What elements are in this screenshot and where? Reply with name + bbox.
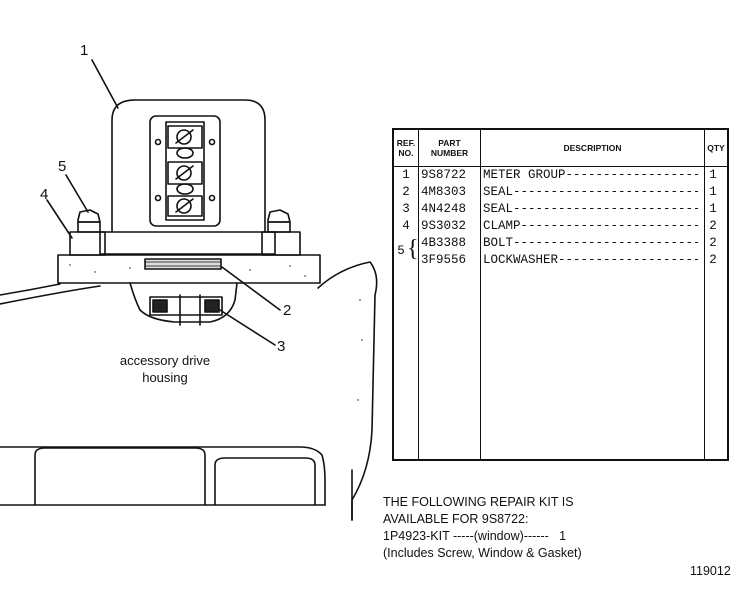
header-description: DESCRIPTION [481, 130, 705, 166]
figure-number: 119012 [690, 564, 731, 578]
row-part: 3F9556 [421, 253, 467, 267]
meter-body [111, 99, 266, 233]
leader-4 [46, 199, 73, 239]
seal-ring [144, 258, 222, 270]
table-row: 3 4N4248 SEAL---------------------------… [394, 202, 727, 219]
brace-mark: { [407, 236, 419, 262]
header-ref: REF.NO. [394, 130, 419, 166]
lower-seal [149, 296, 223, 316]
housing-lower [0, 446, 326, 506]
callout-1: 1 [80, 42, 89, 59]
col-divider-desc [704, 166, 705, 459]
header-part-line-1: PART [438, 138, 461, 148]
row-description: SEAL----------------------------- [483, 185, 698, 199]
row-description: BOLT----------------------------- [483, 236, 698, 250]
row-ref: 5 [397, 244, 405, 258]
row-description: CLAMP---------------------------- [483, 219, 698, 233]
housing-label: accessory drive housing [100, 352, 230, 386]
drive-bore [129, 282, 238, 323]
leader-5 [65, 174, 89, 213]
leader-1 [91, 59, 119, 109]
callout-5: 5 [58, 158, 67, 175]
row-qty: 1 [709, 202, 717, 216]
table-row: 2 4M8303 SEAL---------------------------… [394, 185, 727, 202]
header-ref-line-1: REF. [396, 138, 416, 148]
callout-4: 4 [40, 186, 49, 203]
table-row: 1 9S8722 METER GROUP--------------------… [394, 168, 727, 185]
row-ref: 3 [402, 202, 410, 216]
callout-3: 3 [277, 338, 286, 355]
row-ref: 1 [402, 168, 410, 182]
kit-note-line-3: 1P4923-KIT -----(window)------ 1 [383, 529, 567, 543]
row-part: 4N4248 [421, 202, 467, 216]
row-description: SEAL----------------------------- [483, 202, 698, 216]
row-qty: 2 [709, 236, 717, 250]
row-ref: 4 [402, 219, 410, 233]
header-qty: QTY [707, 143, 725, 153]
housing-label-line-1: accessory drive [119, 353, 211, 368]
row-ref: 2 [402, 185, 410, 199]
repair-kit-note: THE FOLLOWING REPAIR KIT IS AVAILABLE FO… [383, 494, 582, 562]
clamp-right [261, 231, 301, 256]
row-qty: 1 [709, 185, 717, 199]
row-qty: 1 [709, 168, 717, 182]
row-part: 4M8303 [421, 185, 467, 199]
housing-label-line-2: housing [142, 370, 188, 385]
table-row: 3F9556 LOCKWASHER-----------------------… [394, 253, 727, 270]
base-flange [99, 231, 276, 255]
kit-note-line-2: AVAILABLE FOR 9S8722: [383, 512, 529, 526]
header-divider [394, 166, 727, 167]
row-qty: 2 [709, 219, 717, 233]
row-part: 9S8722 [421, 168, 467, 182]
leader-3 [219, 309, 276, 346]
table-row: 4 9S3032 CLAMP--------------------------… [394, 219, 727, 236]
row-part: 9S3032 [421, 219, 467, 233]
window-plate [149, 115, 221, 227]
housing-outline [317, 261, 378, 521]
callout-2: 2 [283, 302, 292, 319]
kit-note-line-1: THE FOLLOWING REPAIR KIT IS [383, 495, 574, 509]
kit-note-line-4: (Includes Screw, Window & Gasket) [383, 546, 582, 560]
table-row: 5 { 4B3388 BOLT-------------------------… [394, 236, 727, 262]
row-qty: 2 [709, 253, 717, 267]
header-ref-line-2: NO. [398, 148, 414, 158]
col-divider-ref [418, 166, 419, 459]
row-part: 4B3388 [421, 236, 467, 250]
row-description: METER GROUP---------------------- [483, 168, 698, 182]
row-description: LOCKWASHER----------------------- [483, 253, 698, 267]
leader-2 [221, 266, 281, 311]
mounting-pad [57, 254, 321, 284]
header-part-line-2: NUMBER [430, 148, 469, 158]
col-divider-part [480, 166, 481, 459]
